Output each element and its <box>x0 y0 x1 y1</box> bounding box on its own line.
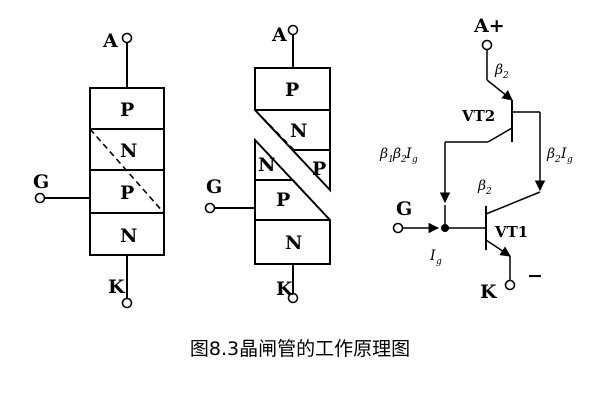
gate-current-label: I g <box>429 248 442 267</box>
circuit-anode-terminal <box>481 39 493 51</box>
svg-text:I: I <box>429 248 436 264</box>
middle-lower-body <box>254 137 331 265</box>
vt2-label: VT2 <box>461 107 495 125</box>
left-layer-n2: N <box>120 225 137 247</box>
left-cathode-terminal <box>121 297 133 309</box>
svg-text:2: 2 <box>400 155 407 165</box>
left-layer-n1: N <box>120 140 137 162</box>
svg-text:g: g <box>412 155 418 165</box>
vt1-beta-label: β 2 <box>477 178 492 197</box>
middle-gate-label: G <box>206 176 222 198</box>
svg-text:I: I <box>560 146 567 162</box>
middle-split-thyristor: A G K P N P N P N <box>204 24 331 304</box>
left-cathode-label: K <box>108 276 126 298</box>
svg-text:β: β <box>379 146 388 162</box>
middle-upper-p: P <box>285 79 299 101</box>
svg-text:β: β <box>546 146 555 162</box>
left-layer-p2: P <box>120 182 134 204</box>
vt1-collector <box>485 191 541 215</box>
svg-text:g: g <box>436 257 442 267</box>
middle-lower-p: P <box>276 189 290 211</box>
svg-text:1: 1 <box>388 155 394 165</box>
svg-text:g: g <box>567 155 573 165</box>
left-dashed-split <box>89 128 165 214</box>
beta2-ig-label: β 2 I g <box>546 146 573 165</box>
vt2-emitter <box>486 79 513 101</box>
vt1-label: VT1 <box>494 223 528 241</box>
svg-text:2: 2 <box>502 71 509 81</box>
circuit-gate-terminal <box>392 222 404 234</box>
svg-text:2: 2 <box>554 155 561 165</box>
middle-anode-terminal <box>287 24 299 36</box>
svg-text:I: I <box>405 146 412 162</box>
middle-cathode-terminal <box>287 292 299 304</box>
circuit-anode-label: A+ <box>473 15 505 37</box>
two-transistor-equivalent-circuit: A+ VT2 VT1 G K − β 2 β 2 β 1 β 2 I g β 2… <box>379 15 573 303</box>
svg-text:2: 2 <box>485 187 492 197</box>
vt1-emitter <box>485 239 511 257</box>
middle-lower-dashed <box>292 179 331 221</box>
circuit-cathode-label: K <box>480 281 498 303</box>
circuit-cathode-terminal <box>504 279 516 291</box>
middle-anode-label: A <box>271 24 287 46</box>
middle-gate-terminal <box>204 202 216 214</box>
left-anode-label: A <box>102 30 118 52</box>
left-layer-p1: P <box>120 99 134 121</box>
vt2-beta-label: β 2 <box>494 62 509 81</box>
middle-lower-n2: N <box>285 232 302 254</box>
left-gate-terminal <box>34 192 46 204</box>
circuit-minus-label: − <box>527 265 543 287</box>
middle-upper-body <box>254 67 331 193</box>
svg-text:β: β <box>392 146 401 162</box>
middle-upper-p2: P <box>312 158 326 180</box>
svg-text:β: β <box>477 178 486 194</box>
left-gate-label: G <box>33 171 49 193</box>
beta1-beta2-ig-label: β 1 β 2 I g <box>379 146 418 165</box>
middle-cathode-label: K <box>276 278 294 300</box>
left-thyristor: A G K P N P N <box>33 30 165 309</box>
vt2-collector <box>487 127 513 143</box>
left-anode-terminal <box>121 32 133 44</box>
middle-upper-n: N <box>290 120 307 142</box>
circuit-gate-label: G <box>396 198 412 220</box>
figure-caption: 图8.3晶闸管的工作原理图 <box>190 338 410 360</box>
middle-lower-n: N <box>258 154 275 176</box>
svg-text:β: β <box>494 62 503 78</box>
